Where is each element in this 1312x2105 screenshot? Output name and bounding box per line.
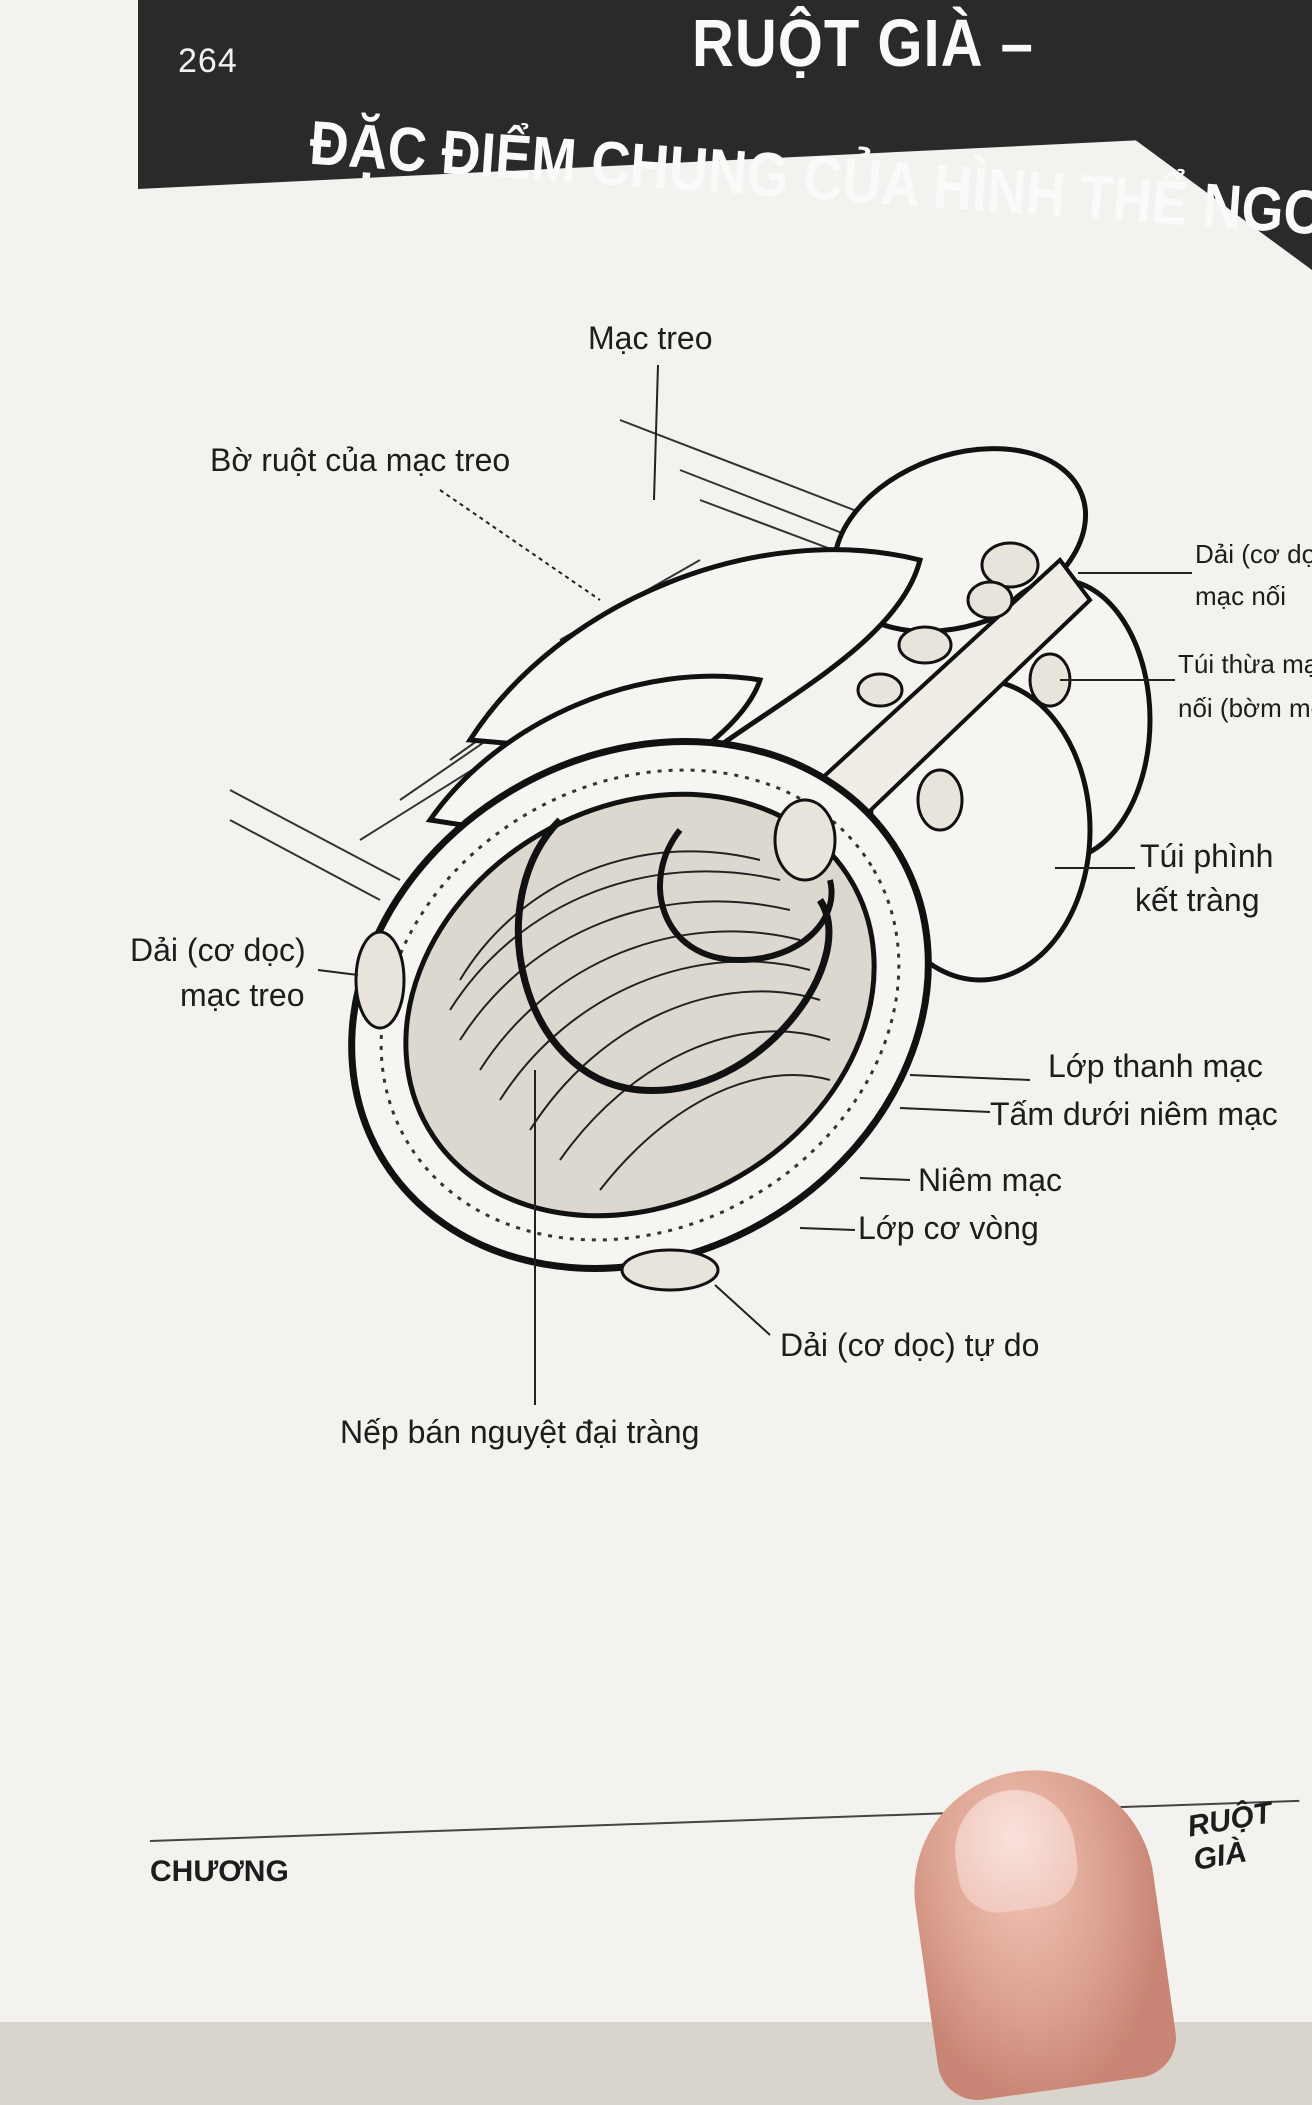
label-haustra-1: Túi phình (1140, 836, 1273, 876)
label-haustra-2: kết tràng (1135, 880, 1260, 920)
label-omental-taenia-2: mạc nối (1195, 580, 1286, 612)
label-epiploic-appendage-1: Túi thừa mạc (1178, 648, 1312, 680)
label-semilunar-fold: Nếp bán nguyệt đại tràng (340, 1412, 699, 1452)
label-circular-muscle: Lớp cơ vòng (858, 1208, 1039, 1248)
label-mesenteric-taenia-1: Dải (cơ dọc) (130, 930, 306, 970)
label-mesenteric-border: Bờ ruột của mạc treo (210, 440, 510, 480)
label-omental-taenia-1: Dải (cơ dọc) (1195, 538, 1312, 570)
footer-chapter: CHƯƠNG (150, 1855, 289, 1889)
label-mucosa: Niêm mạc (918, 1160, 1062, 1200)
label-serosa: Lớp thanh mạc (1048, 1046, 1263, 1086)
label-mesenteric-taenia-2: mạc treo (180, 975, 304, 1015)
label-epiploic-appendage-2: nối (bờm mỡ) (1178, 692, 1312, 724)
label-submucosa: Tấm dưới niêm mạc (990, 1094, 1278, 1134)
label-mesentery: Mạc treo (588, 318, 712, 358)
omental-taenia-section (775, 800, 835, 880)
mesenteric-taenia (356, 932, 404, 1028)
label-free-taenia: Dải (cơ dọc) tự do (780, 1325, 1039, 1365)
free-taenia (622, 1250, 718, 1290)
book-page: 264 RUỘT GIÀ – ĐẶC ĐIỂM CHUNG CỦA HÌNH T… (0, 0, 1312, 2022)
